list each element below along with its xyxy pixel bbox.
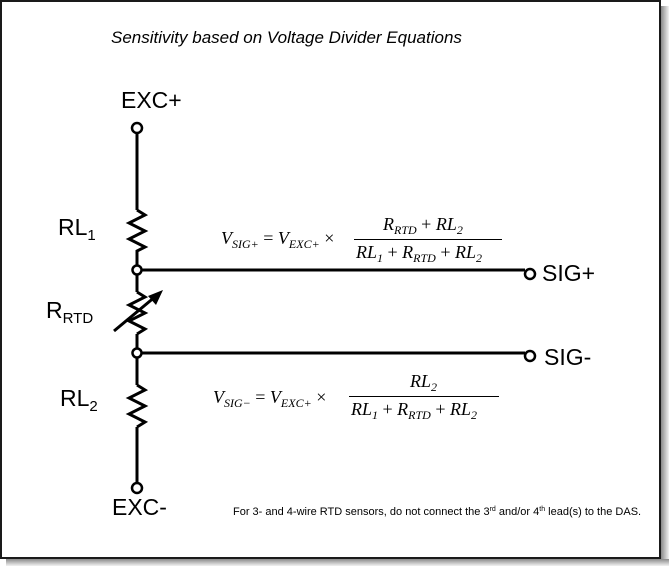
resistor-rrtd: [125, 290, 149, 336]
equation-sig-minus-fraction-bar: [349, 396, 499, 397]
rtd-variable-arrow: [113, 294, 157, 333]
terminal-sig-plus: [523, 267, 537, 281]
equation-sig-plus-numerator: RRTD + RL2: [383, 214, 463, 237]
equation-sig-minus-numerator: RL2: [410, 371, 438, 394]
equation-sig-minus-denominator: RL1 + RRTD + RL2: [351, 399, 478, 422]
equation-sig-plus-denominator: RL1 + RRTD + RL2: [356, 242, 483, 265]
label-sig-plus: SIG+: [542, 260, 596, 286]
terminal-sig-minus: [523, 349, 537, 363]
junction-node1: [131, 264, 143, 276]
label-exc-minus: EXC-: [112, 494, 167, 520]
wiring-note: For 3- and 4-wire RTD sensors, do not co…: [233, 506, 642, 518]
resistor-rl1: [125, 208, 149, 253]
junction-node2: [131, 347, 143, 359]
equation-sig-plus-lhs: VSIG+ = VEXC+ ×: [221, 228, 335, 251]
diagram-frame: [0, 0, 661, 559]
label-rrtd: RRTD: [46, 297, 94, 327]
rtd-arrowhead: [148, 290, 163, 305]
label-rl1: RL1: [58, 214, 96, 244]
equation-sig-minus-lhs: VSIG− = VEXC+ ×: [213, 387, 327, 410]
terminal-exc-minus: [130, 481, 144, 495]
label-rl2: RL2: [60, 385, 98, 415]
label-exc-plus: EXC+: [121, 87, 182, 113]
terminal-exc-plus: [130, 121, 144, 135]
equation-sig-plus-fraction-bar: [354, 239, 502, 240]
diagram-title: Sensitivity based on Voltage Divider Equ…: [111, 28, 462, 47]
label-sig-minus: SIG-: [544, 344, 592, 370]
resistor-rl2: [125, 383, 149, 429]
frame-shadow-bottom: [6, 559, 669, 566]
frame-shadow-right: [661, 6, 669, 566]
